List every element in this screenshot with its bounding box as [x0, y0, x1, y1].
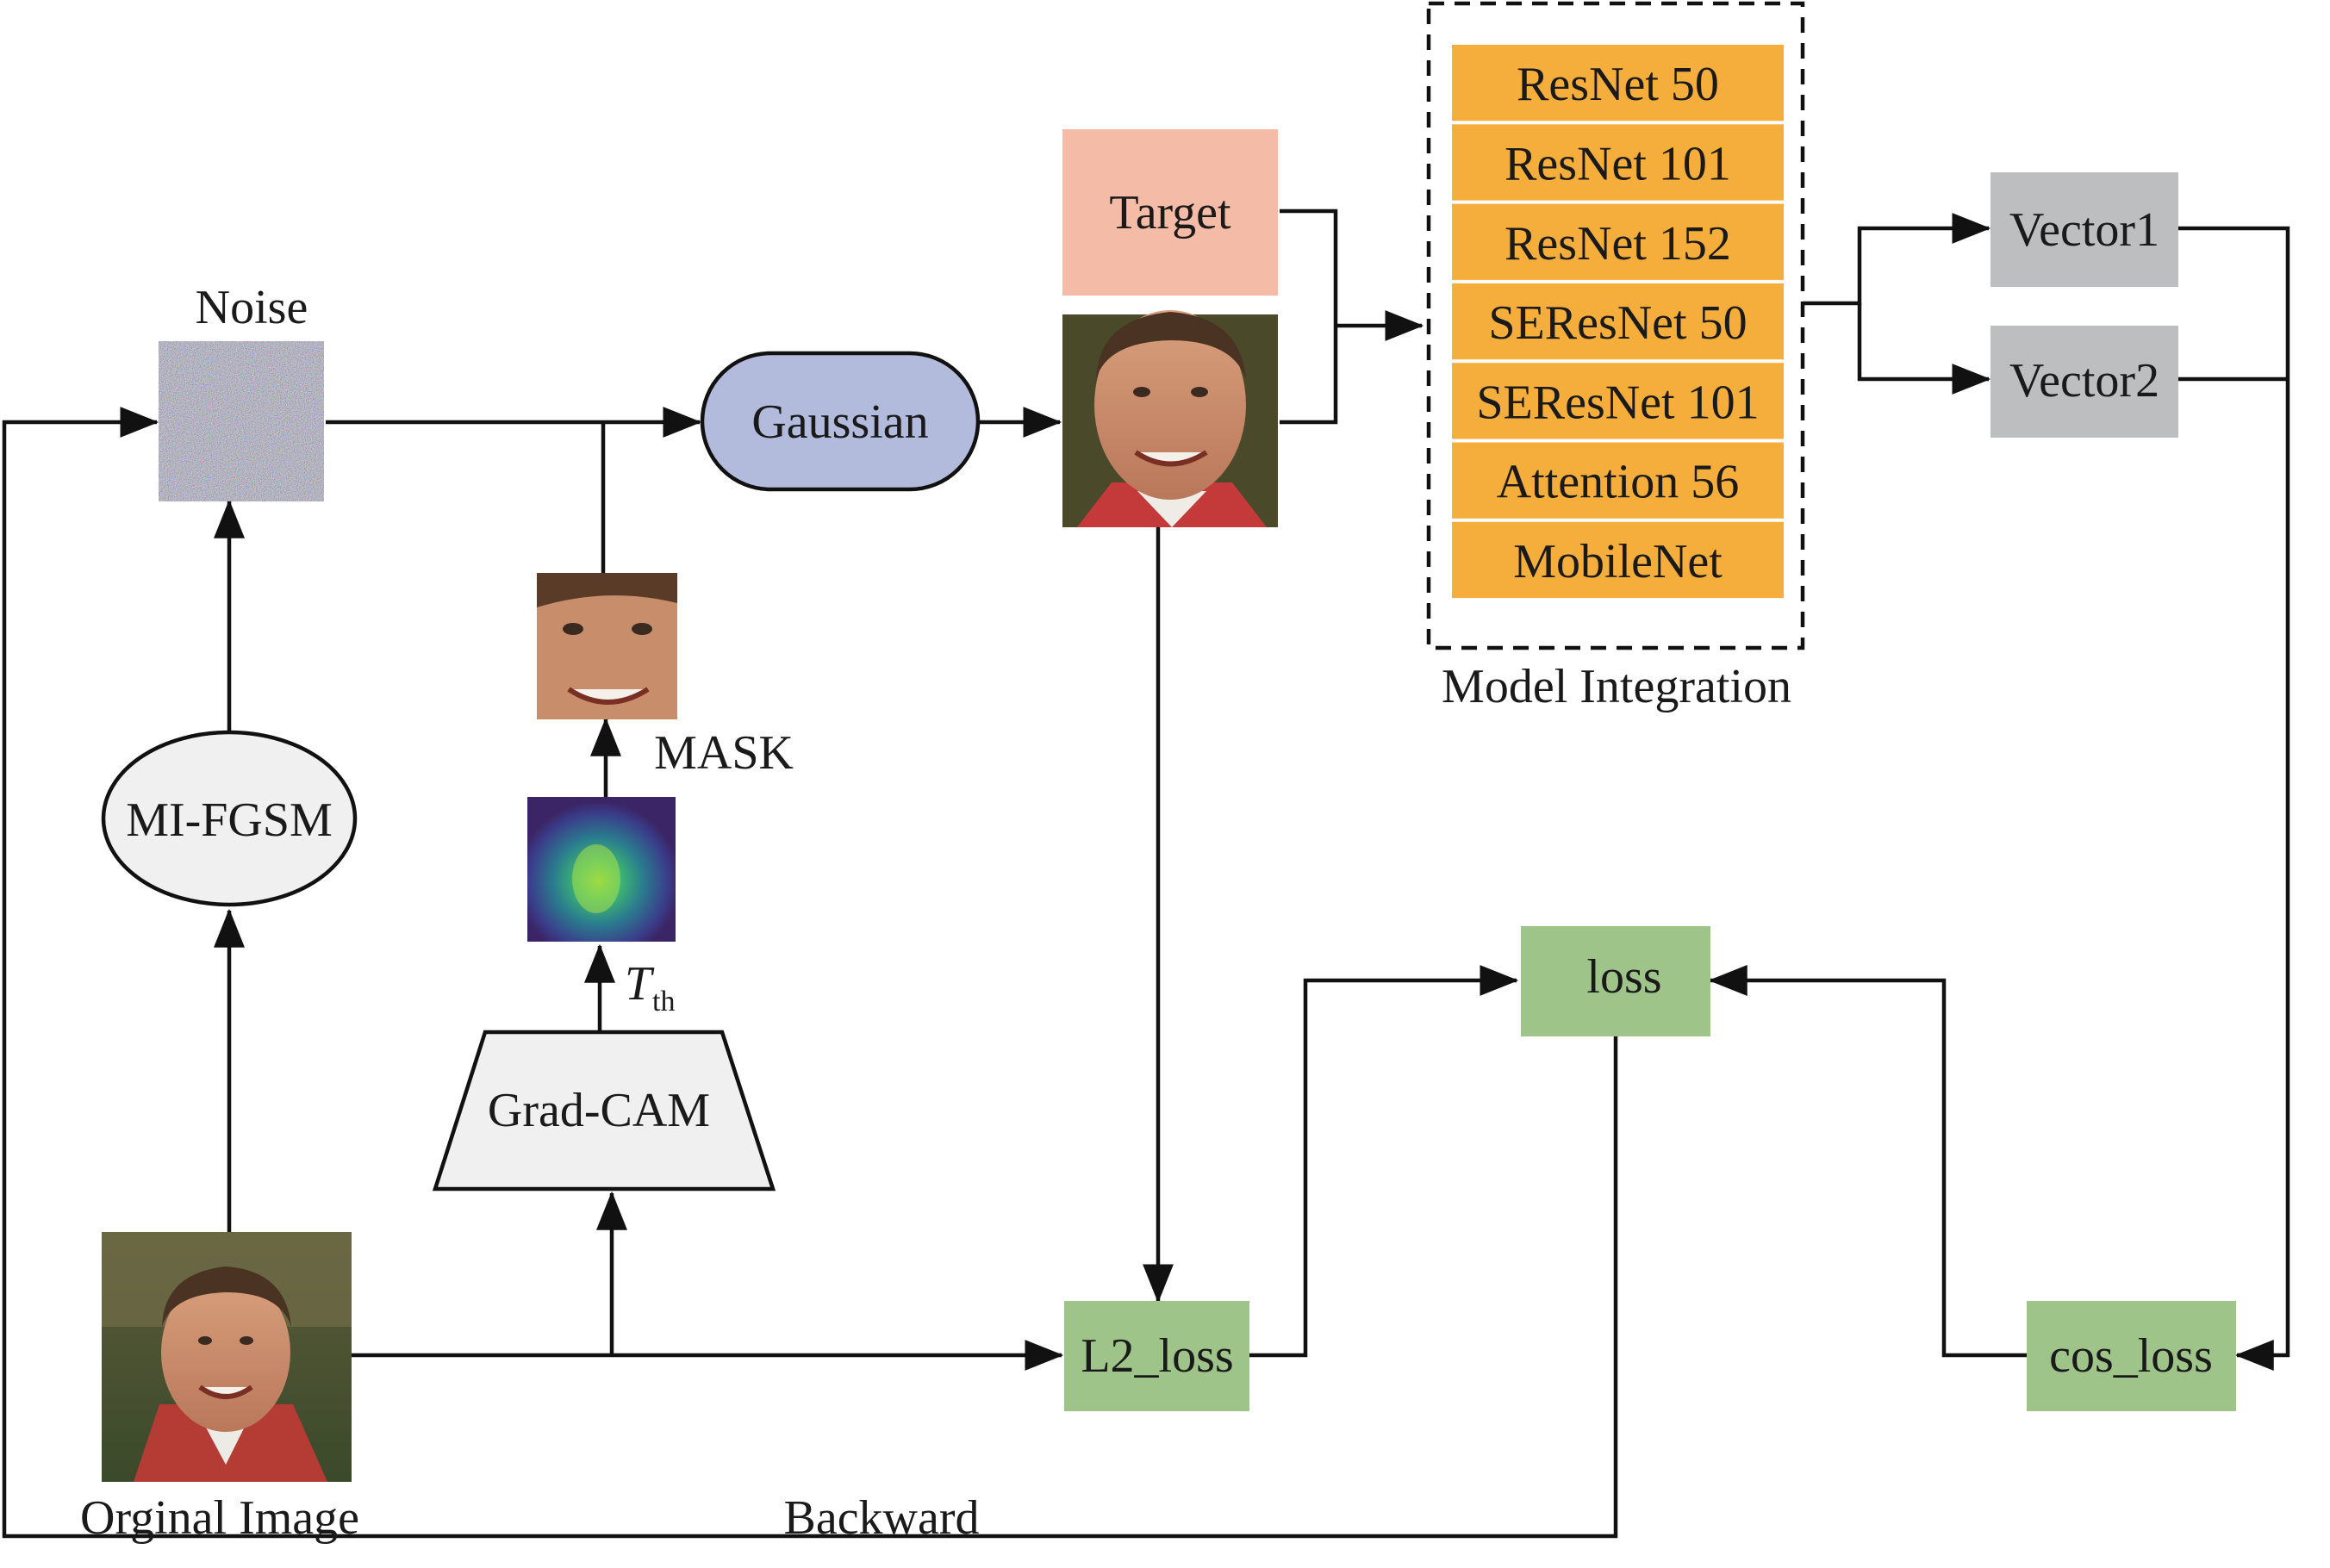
target-label: Target	[1109, 186, 1231, 240]
mi-fgsm-label: MI-FGSM	[126, 793, 333, 847]
noise-image	[159, 341, 324, 501]
grad-cam-node	[432, 1030, 776, 1192]
model-row	[1452, 45, 1784, 121]
adversarial-face-photo	[1062, 310, 1278, 527]
cos-loss-node	[2027, 1301, 2236, 1411]
model-name: Attention 56	[1497, 456, 1740, 509]
model-name: MobileNet	[1513, 535, 1723, 588]
edge-target-to-merge	[1280, 208, 1338, 425]
vector1-node	[1990, 172, 2178, 287]
original-image-label: Orginal Image	[80, 1491, 359, 1545]
model-name: SEResNet 50	[1488, 296, 1747, 350]
l2-loss-label: L2_loss	[1081, 1329, 1233, 1383]
edge-backward-loop	[2, 407, 1618, 1539]
backward-label: Backward	[783, 1491, 979, 1545]
mask-label: MASK	[654, 726, 794, 780]
model-row	[1452, 521, 1784, 599]
edge-l2loss-to-loss	[1249, 965, 1519, 1358]
grad-cam-label: Grad-CAM	[488, 1084, 710, 1137]
vector1-label: Vector1	[2009, 203, 2159, 257]
heatmap-image	[527, 797, 676, 942]
model-integration-title: Model Integration	[1442, 660, 1791, 713]
model-row	[1452, 363, 1784, 439]
gaussian-node	[700, 351, 981, 492]
edge-models-to-vectors	[1803, 213, 1991, 306]
model-name: ResNet 101	[1505, 137, 1731, 190]
threshold-label: T	[625, 957, 655, 1011]
gaussian-label: Gaussian	[751, 395, 928, 449]
edge-cosloss-to-loss	[1708, 965, 2027, 1358]
model-row	[1452, 283, 1784, 360]
masked-face-photo	[537, 573, 677, 719]
model-row	[1452, 124, 1784, 201]
original-image-photo	[102, 1232, 352, 1482]
model-integration-box	[1426, 1, 1805, 650]
model-name: SEResNet 101	[1476, 376, 1759, 429]
target-node	[1062, 129, 1278, 296]
loss-label: loss	[1586, 950, 1661, 1004]
edge-vectors-to-cosloss	[2178, 226, 2290, 1371]
loss-node	[1521, 926, 1710, 1036]
model-row	[1452, 203, 1784, 280]
l2-loss-node	[1064, 1301, 1249, 1411]
cos-loss-label: cos_loss	[2049, 1329, 2213, 1383]
mi-fgsm-node	[101, 730, 358, 907]
threshold-subscript: th	[652, 986, 675, 1017]
vector2-node	[1990, 326, 2178, 438]
vector2-label: Vector2	[2009, 354, 2159, 408]
edge-models-to-vector2	[1857, 303, 1991, 395]
noise-label: Noise	[196, 281, 308, 334]
model-name: ResNet 152	[1505, 217, 1731, 271]
model-name: ResNet 50	[1517, 58, 1719, 111]
model-row	[1452, 442, 1784, 519]
